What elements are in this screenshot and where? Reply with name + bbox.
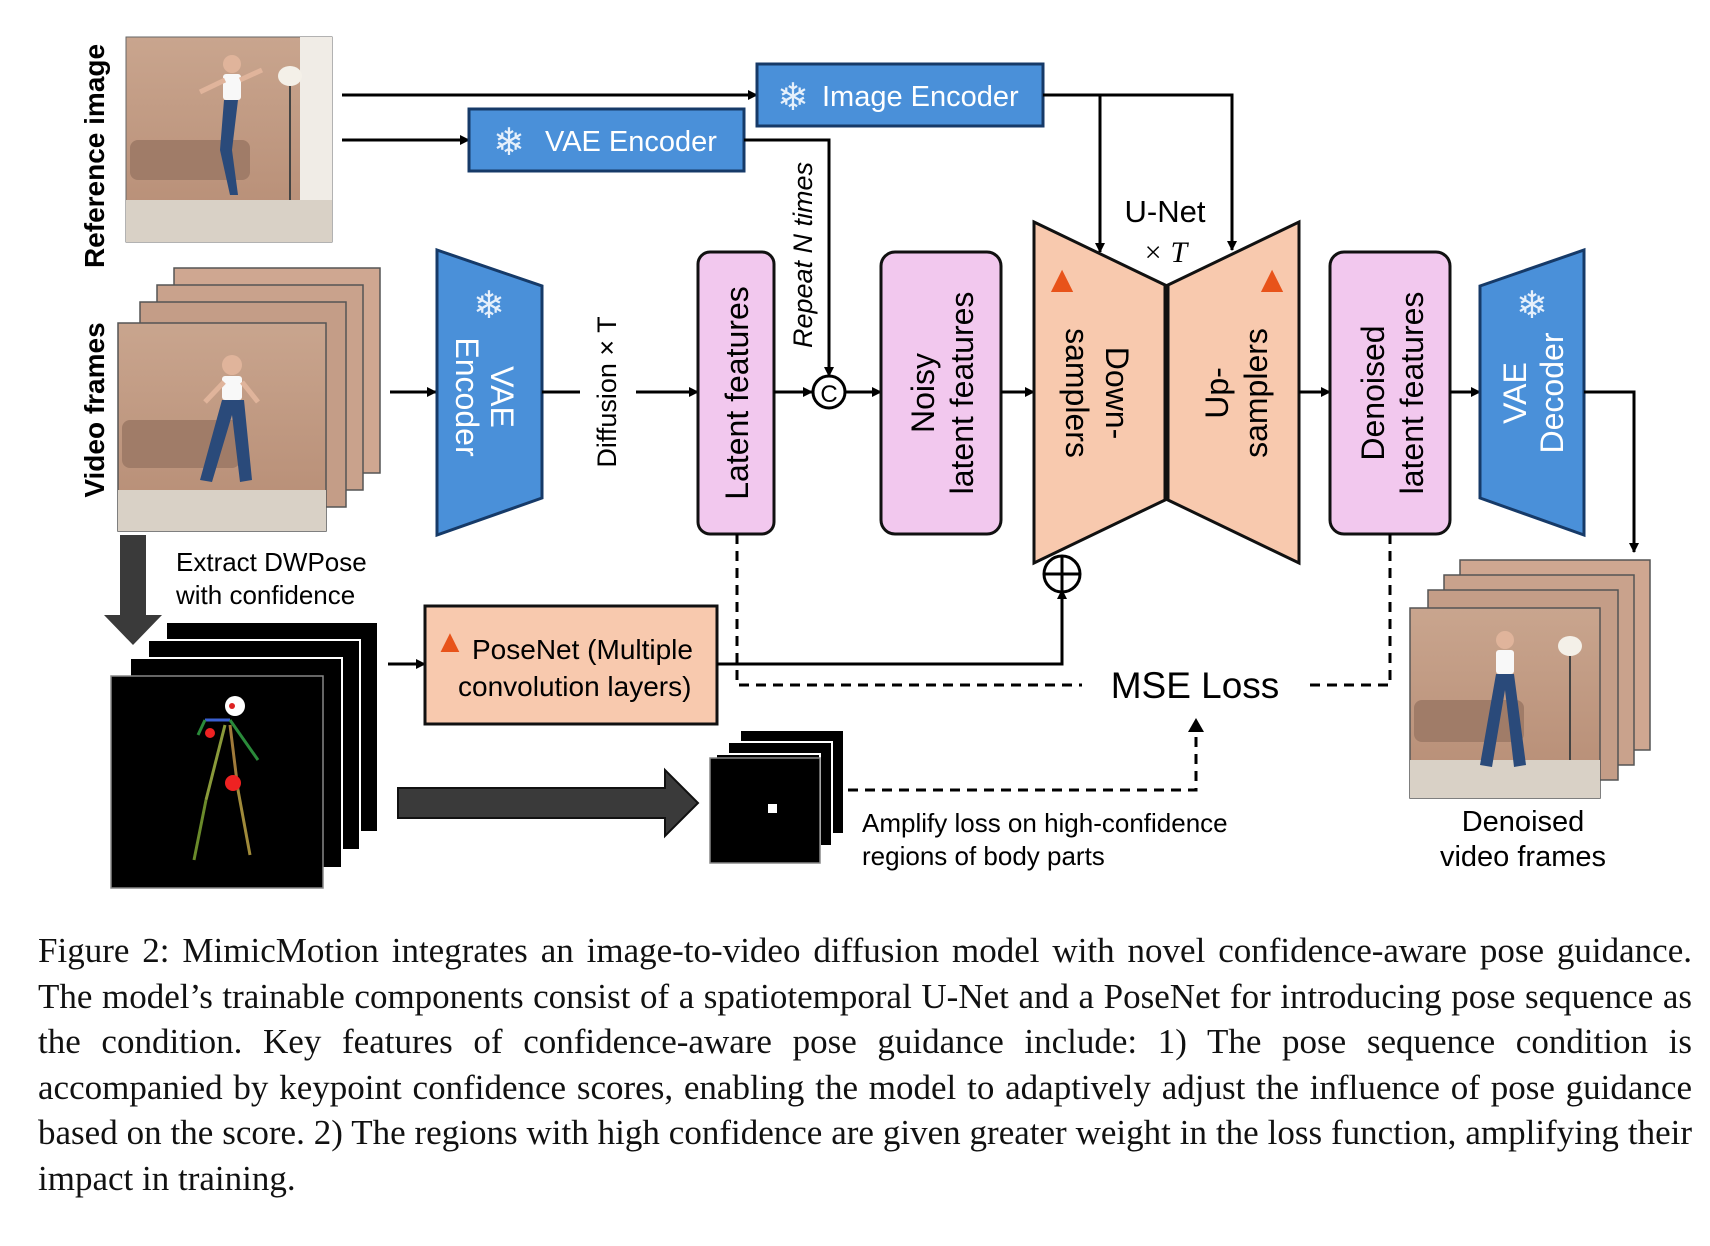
output-frames-stack <box>1409 559 1651 799</box>
posenet-label-2: convolution layers) <box>458 671 691 702</box>
up-label-1: Up- <box>1199 367 1235 419</box>
video-frames-label: Video frames <box>79 322 110 497</box>
unet-label: U-Net <box>1125 194 1206 229</box>
up-label-2: samplers <box>1238 328 1274 458</box>
architecture-diagram: Reference image Video frames ❄ Image Enc… <box>79 36 1651 889</box>
image-encoder-to-upsampler-arrow <box>1043 93 1237 251</box>
image-encoder-box: ❄ Image Encoder <box>755 62 1045 128</box>
vae-decoder-label-2: Decoder <box>1534 332 1570 453</box>
fire-icon: ▲ <box>434 623 466 659</box>
noisy-label-1: Noisy <box>905 353 941 433</box>
video-frames-stack <box>117 267 381 532</box>
snowflake-icon: ❄ <box>493 122 525 164</box>
extract-label-2: with confidence <box>175 580 355 610</box>
diffusion-label: Diffusion × T <box>592 316 622 467</box>
vae-encoder-top-box: ❄ VAE Encoder <box>467 107 746 173</box>
posenet-box: ▲ PoseNet (Multiple convolution layers) <box>423 604 719 726</box>
figure-caption: Figure 2: MimicMotion integrates an imag… <box>38 931 1692 1198</box>
concat-symbol: C <box>811 374 847 410</box>
fire-icon: ▲ <box>1043 259 1081 301</box>
concat-letter: C <box>820 381 837 408</box>
mask-arrow <box>397 767 700 839</box>
pose-frames-stack <box>110 621 379 889</box>
reference-photo <box>125 36 333 243</box>
noisy-label-2: latent features <box>944 292 980 495</box>
repeat-label: Repeat N times <box>788 162 818 348</box>
snowflake-icon: ❄ <box>1516 285 1548 327</box>
mask-to-mse-dashed <box>848 724 1198 792</box>
output-label-2: video frames <box>1440 841 1606 873</box>
vae-encoder-label-1: VAE <box>484 366 520 428</box>
mask-to-mse-arrowhead <box>1188 718 1204 732</box>
decoder-to-output-arrow <box>1584 390 1639 553</box>
amplify-label-2: regions of body parts <box>862 841 1105 871</box>
amplify-label-1: Amplify loss on high-confidence <box>862 808 1228 838</box>
extract-label-1: Extract DWPose <box>176 547 367 577</box>
output-label-1: Denoised <box>1462 806 1585 838</box>
denoised-label-2: latent features <box>1394 292 1430 495</box>
add-symbol <box>1042 554 1082 594</box>
down-label-1: Down- <box>1099 347 1135 439</box>
vae-encoder-top-label: VAE Encoder <box>545 126 717 158</box>
posenet-label-1: PoseNet (Multiple <box>472 634 693 665</box>
vae-encoder-trapezoid: ❄ VAE Encoder <box>435 247 544 538</box>
vae-decoder-trapezoid: ❄ VAE Decoder <box>1478 247 1586 538</box>
denoised-label-1: Denoised <box>1355 325 1391 460</box>
reference-image-label: Reference image <box>79 44 110 268</box>
mse-loss-label: MSE Loss <box>1111 665 1280 706</box>
downsampler-trapezoid: ▲ Down- samplers <box>1032 219 1167 566</box>
noisy-latent-box: Noisy latent features <box>879 250 1003 536</box>
denoised-latent-box: Denoised latent features <box>1328 250 1452 536</box>
latent-features-label: Latent features <box>719 286 755 499</box>
confidence-mask-stack <box>709 729 845 864</box>
snowflake-icon: ❄ <box>473 285 505 327</box>
vae-to-concat-arrow <box>744 138 834 377</box>
image-encoder-label: Image Encoder <box>822 81 1019 113</box>
vae-decoder-label-1: VAE <box>1497 362 1533 424</box>
fire-icon: ▲ <box>1253 259 1291 301</box>
posenet-to-unet-arrow <box>717 589 1067 666</box>
snowflake-icon: ❄ <box>777 77 809 119</box>
latent-features-box: Latent features <box>696 250 776 536</box>
extract-arrow <box>104 535 162 645</box>
vae-encoder-label-2: Encoder <box>449 337 485 457</box>
down-label-2: samplers <box>1059 328 1095 458</box>
latent-to-mse-dashed <box>735 534 1082 687</box>
denoised-to-mse-dashed <box>1305 534 1392 687</box>
unet-times-label: × T <box>1143 236 1190 269</box>
upsampler-trapezoid: ▲ Up- samplers <box>1166 219 1301 566</box>
